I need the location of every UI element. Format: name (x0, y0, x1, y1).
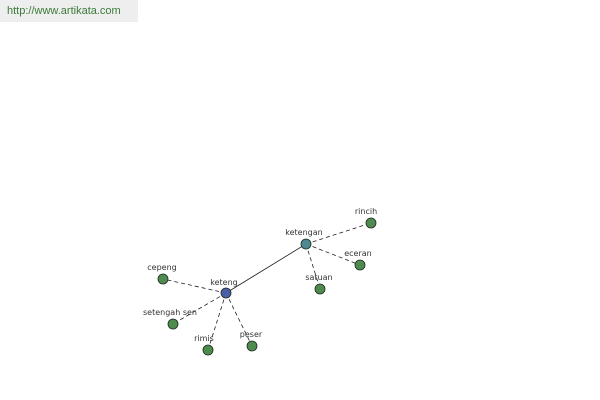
edge-keteng-ketengan (225, 243, 307, 294)
node-setengah-sen[interactable]: setengah sen (143, 308, 197, 330)
node-ketengan[interactable]: ketengan (285, 228, 323, 250)
edge-ketengan-eceran (305, 243, 361, 266)
node-label-keteng[interactable]: keteng (210, 278, 237, 287)
source-url[interactable]: http://www.artikata.com (0, 0, 138, 22)
nodes-layer: keteng ketengan rincih eceran satuan cepeng se… (143, 207, 377, 356)
node-circle-satuan[interactable] (314, 283, 326, 295)
edge-keteng-rimis (207, 292, 227, 351)
node-circle-keteng[interactable] (220, 287, 232, 299)
node-label-rimis[interactable]: rimis (194, 334, 214, 343)
node-circle-ketengan[interactable] (300, 238, 312, 250)
node-keteng[interactable]: keteng (210, 278, 238, 299)
node-circle-eceran[interactable] (354, 259, 366, 271)
node-circle-setengah-sen[interactable] (167, 318, 179, 330)
node-circle-peser[interactable] (246, 340, 258, 352)
node-circle-cepeng[interactable] (157, 273, 169, 285)
node-rimis[interactable]: rimis (194, 334, 214, 356)
node-rincih[interactable]: rincih (355, 207, 377, 229)
node-circle-rimis[interactable] (202, 344, 214, 356)
node-label-satuan[interactable]: satuan (305, 273, 332, 282)
node-circle-rincih[interactable] (365, 217, 377, 229)
node-eceran[interactable]: eceran (344, 249, 372, 271)
node-label-setengah-sen[interactable]: setengah sen (143, 308, 197, 317)
node-label-cepeng[interactable]: cepeng (147, 263, 176, 272)
node-label-eceran[interactable]: eceran (344, 249, 372, 258)
node-label-ketengan[interactable]: ketengan (285, 228, 322, 237)
node-satuan[interactable]: satuan (305, 273, 333, 295)
node-cepeng[interactable]: cepeng (147, 263, 177, 285)
edge-keteng-peser (225, 292, 253, 347)
edge-keteng-setengah-sen (172, 292, 227, 325)
edge-ketengan-satuan (305, 243, 321, 290)
edges-layer (162, 222, 372, 351)
node-label-rincih[interactable]: rincih (355, 207, 377, 216)
node-peser[interactable]: peser (240, 330, 263, 352)
edge-keteng-cepeng (162, 278, 227, 294)
node-label-peser[interactable]: peser (240, 330, 263, 339)
edge-ketengan-rincih (305, 222, 372, 245)
